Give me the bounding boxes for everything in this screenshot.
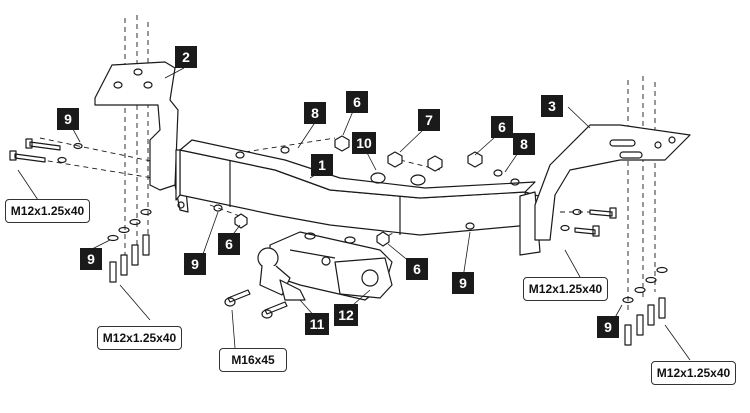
- spec-left-side-bolts: M12x1.25x40: [5, 199, 90, 223]
- nuts-washers: [213, 135, 520, 247]
- callout-3: 3: [541, 95, 563, 117]
- callout-10: 10: [352, 132, 376, 154]
- socket-plate: [334, 257, 393, 299]
- callout-8-left: 8: [304, 102, 326, 124]
- callout-9-center-right: 9: [452, 272, 474, 294]
- callout-11: 11: [305, 313, 329, 335]
- callout-8-right: 8: [513, 133, 535, 155]
- assembly-guide-lines: [29, 15, 656, 310]
- callout-6-bottom-right: 6: [406, 258, 428, 280]
- left-bottom-bolts: [107, 208, 152, 283]
- right-bracket: [534, 124, 691, 241]
- spec-right-side-bolts: M12x1.25x40: [523, 277, 608, 301]
- left-side-bolts: [9, 138, 83, 164]
- spec-ball-bolts: M16x45: [219, 348, 287, 372]
- tow-ball: [257, 247, 306, 301]
- callout-6-top-left: 6: [346, 91, 368, 113]
- callout-9-right-bottom: 9: [597, 316, 619, 338]
- callout-7: 7: [418, 109, 440, 131]
- spec-left-bottom-bolts: M12x1.25x40: [97, 326, 182, 350]
- callout-12: 12: [334, 304, 358, 326]
- right-side-bolts: [560, 207, 617, 237]
- callout-9-center-left: 9: [184, 253, 206, 275]
- spec-right-bottom-bolts: M12x1.25x40: [651, 361, 736, 385]
- left-bracket: [94, 61, 189, 213]
- callout-1: 1: [311, 154, 333, 176]
- callout-6-top-right: 6: [491, 116, 513, 138]
- callout-6-bottom-left: 6: [218, 233, 240, 255]
- callout-9-left-side: 9: [57, 108, 79, 130]
- main-crossbar: [175, 139, 546, 256]
- callout-9-left-bottom: 9: [80, 248, 102, 270]
- callout-2: 2: [175, 46, 197, 68]
- ball-bolts: [224, 289, 288, 319]
- right-bottom-bolts: [622, 266, 668, 346]
